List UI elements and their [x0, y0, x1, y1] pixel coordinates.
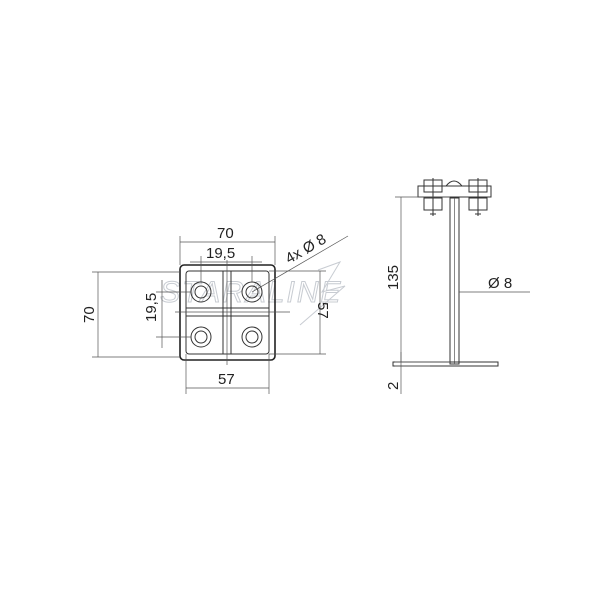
dimension-overall-width: 70: [179, 225, 276, 265]
dimension-overall-height: 70: [81, 271, 180, 358]
base-plate-outline: [179, 264, 276, 361]
watermark-logo: STARALINE: [160, 261, 346, 326]
dim-label-side-height: 57: [314, 302, 331, 319]
dim-label-rod-diameter: Ø 8: [488, 275, 512, 292]
dim-label-plate-thickness: 2: [385, 382, 402, 390]
dim-label-overall-width: 70: [217, 225, 234, 242]
dim-label-hole-spacing-y: 19,5: [143, 293, 160, 322]
dimension-hole-spacing-x: 19,5: [190, 245, 262, 282]
dim-label-hole-spacing-x: 19,5: [206, 245, 235, 262]
dim-label-overall-height: 70: [81, 306, 98, 323]
lightning-icon: [299, 261, 346, 326]
side-base-plate: [392, 361, 499, 367]
side-view: 135 2 Ø 8: [385, 178, 530, 394]
clamp-saddle: [445, 180, 463, 187]
watermark-text: STARALINE: [160, 276, 343, 309]
dimension-plate-thickness: 2: [385, 352, 430, 394]
base-plate-inner: [185, 270, 270, 355]
hole-bottom-left: [190, 326, 212, 348]
clamp-bar: [417, 185, 492, 198]
dim-label-bottom-width: 57: [218, 371, 235, 388]
dimension-hole-spacing-y: 19,5: [143, 280, 191, 348]
dim-label-height: 135: [385, 265, 402, 290]
dimension-rod-diameter: Ø 8: [459, 275, 530, 293]
dimension-side-height: 57: [269, 270, 331, 355]
dimension-bottom-width: 57: [185, 354, 270, 394]
hole-bottom-right: [241, 326, 263, 348]
dimension-height: 135: [385, 196, 450, 363]
dim-label-holes-callout: 4x Ø 8: [283, 231, 330, 268]
top-view: 70 19,5 70 19,5 57: [81, 225, 349, 394]
